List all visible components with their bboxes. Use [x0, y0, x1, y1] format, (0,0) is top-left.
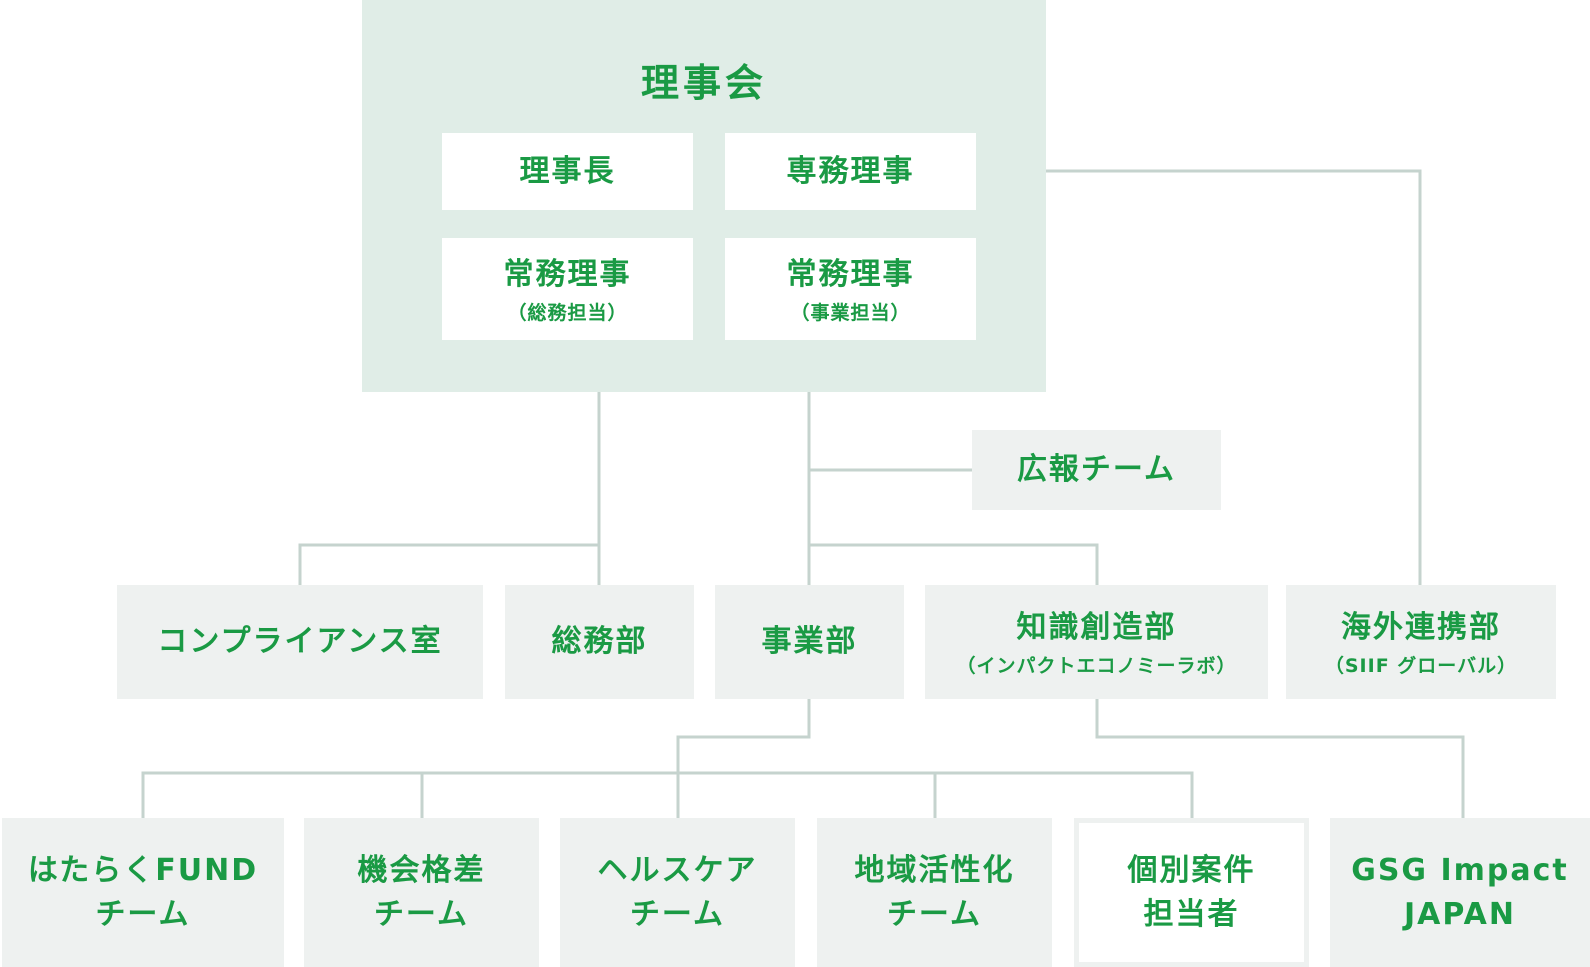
- healthcare-team-box: ヘルスケア チーム: [560, 818, 795, 967]
- global-dept-box: 海外連携部 （SIIF グローバル）: [1286, 585, 1556, 699]
- gsg-impact-japan-line2: JAPAN: [1404, 896, 1516, 932]
- managing-director-business-title: 常務理事: [786, 256, 915, 292]
- chairman-box: 理事長: [442, 133, 693, 210]
- regional-revitalization-team-line1: 地域活性化: [854, 853, 1015, 888]
- managing-director-business-note: （事業担当）: [790, 301, 911, 324]
- general-affairs-label: 総務部: [551, 624, 648, 659]
- compliance-office-label: コンプライアンス室: [157, 624, 443, 659]
- general-affairs-box: 総務部: [505, 585, 694, 699]
- compliance-office-box: コンプライアンス室: [117, 585, 483, 699]
- hataraku-fund-team-line2: チーム: [95, 896, 191, 932]
- opportunity-gap-team-box: 機会格差 チーム: [304, 818, 539, 967]
- business-dept-label: 事業部: [761, 624, 858, 659]
- healthcare-team-line1: ヘルスケア: [597, 853, 758, 888]
- knowledge-dept-note: （インパクトエコノミーラボ）: [956, 654, 1237, 677]
- global-dept-note: （SIIF グローバル）: [1324, 654, 1518, 677]
- global-dept-title: 海外連携部: [1341, 609, 1501, 645]
- individual-case-line2: 担当者: [1143, 896, 1240, 932]
- opportunity-gap-team-line1: 機会格差: [357, 853, 486, 888]
- knowledge-dept-box: 知識創造部 （インパクトエコノミーラボ）: [925, 585, 1268, 699]
- hataraku-fund-team-line1: はたらくFUND: [27, 853, 259, 888]
- executive-director-box: 専務理事: [725, 133, 976, 210]
- managing-director-business-box: 常務理事 （事業担当）: [725, 238, 976, 340]
- pr-team-label: 広報チーム: [1016, 452, 1177, 487]
- regional-revitalization-team-box: 地域活性化 チーム: [817, 818, 1052, 967]
- managing-director-admin-title: 常務理事: [503, 256, 632, 292]
- opportunity-gap-team-line2: チーム: [373, 896, 470, 932]
- hataraku-fund-team-box: はたらくFUND チーム: [2, 818, 284, 967]
- chairman-label: 理事長: [519, 153, 616, 189]
- gsg-impact-japan-line1: GSG Impact: [1351, 853, 1569, 888]
- business-dept-box: 事業部: [715, 585, 904, 699]
- healthcare-team-line2: チーム: [629, 896, 726, 932]
- individual-case-line1: 個別案件: [1127, 853, 1256, 888]
- knowledge-dept-title: 知識創造部: [1016, 609, 1177, 645]
- pr-team-box: 広報チーム: [972, 430, 1221, 510]
- individual-case-box: 個別案件 担当者: [1074, 818, 1309, 967]
- gsg-impact-japan-box: GSG Impact JAPAN: [1330, 818, 1590, 967]
- managing-director-admin-note: （総務担当）: [507, 301, 628, 324]
- executive-director-label: 専務理事: [786, 153, 915, 189]
- regional-revitalization-team-line2: チーム: [886, 896, 983, 932]
- managing-director-admin-box: 常務理事 （総務担当）: [442, 238, 693, 340]
- board-title: 理事会: [640, 61, 767, 105]
